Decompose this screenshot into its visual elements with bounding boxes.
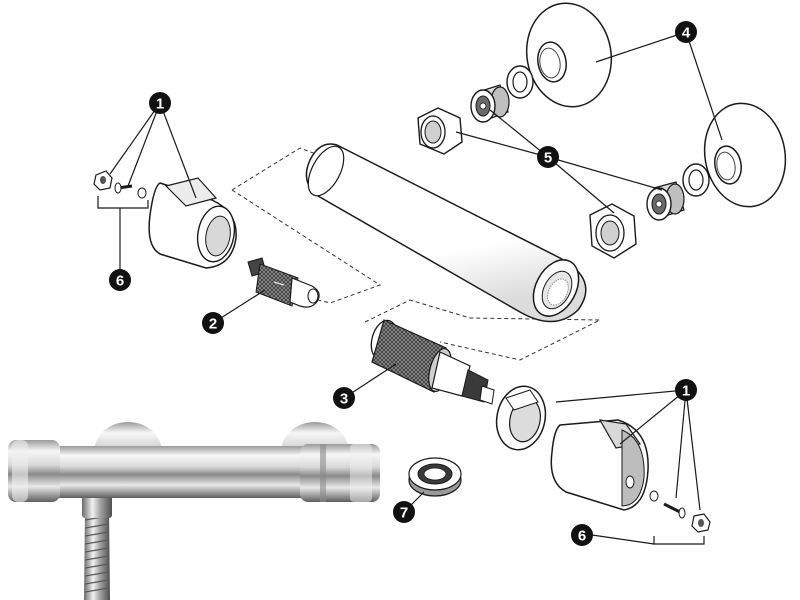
callout-label: 2	[209, 316, 217, 333]
nut-lower	[589, 203, 637, 259]
callout-6-left: 6	[109, 269, 131, 291]
screw-set-right	[649, 490, 711, 533]
callout-label: 3	[340, 391, 348, 408]
callout-5: 5	[537, 146, 559, 168]
screw-set-left	[93, 170, 147, 199]
handle-left	[148, 177, 237, 269]
callout-label: 6	[578, 528, 586, 545]
filter-ring	[408, 457, 462, 497]
cover-plate-lower	[703, 102, 787, 208]
callout-3: 3	[333, 387, 355, 409]
washer-upper	[506, 65, 534, 99]
callout-6-right: 6	[571, 524, 593, 546]
handle-right	[550, 419, 649, 511]
callout-label: 1	[156, 96, 164, 113]
callout-2: 2	[202, 312, 224, 334]
callout-label: 5	[544, 150, 552, 167]
callout-4: 4	[675, 21, 697, 43]
cover-plate-upper	[525, 2, 613, 108]
callout-label: 1	[682, 383, 690, 400]
check-valve-upper	[470, 84, 510, 123]
washer-lower	[682, 163, 710, 197]
check-valve-lower	[646, 181, 685, 221]
callout-1-right: 1	[675, 379, 697, 401]
callout-label: 6	[116, 273, 124, 290]
callout-1-left: 1	[149, 92, 171, 114]
valve-body-tube	[305, 143, 587, 323]
callout-label: 4	[682, 25, 691, 42]
callout-7: 7	[393, 501, 415, 523]
shower-valve-photo	[8, 422, 380, 600]
retaining-ring	[495, 385, 547, 451]
flow-cartridge	[247, 257, 320, 308]
thermostatic-cartridge	[370, 319, 495, 405]
nut-upper	[417, 107, 463, 155]
callout-label: 7	[400, 505, 408, 522]
